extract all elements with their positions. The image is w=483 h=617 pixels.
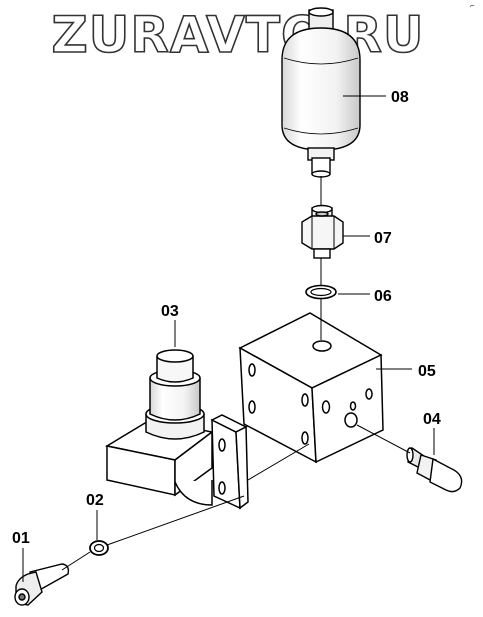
part-07-adapter-nut bbox=[301, 204, 344, 259]
corner-mark: ⌐ bbox=[470, 3, 475, 10]
part-03-relief-valve-bracket bbox=[104, 349, 249, 510]
label-03: 03 bbox=[161, 303, 179, 320]
leader-lines bbox=[22, 95, 435, 582]
label-02: 02 bbox=[86, 492, 104, 509]
part-04-plug-fitting bbox=[406, 446, 463, 493]
label-04: 04 bbox=[423, 411, 441, 428]
part-08-accumulator bbox=[281, 7, 361, 178]
label-05: 05 bbox=[418, 363, 436, 380]
watermark-text: ZURAVTO.RU bbox=[52, 6, 425, 64]
part-02-washer bbox=[89, 540, 109, 556]
part-labels: 08 07 06 05 03 04 02 01 bbox=[12, 89, 441, 547]
label-07: 07 bbox=[374, 230, 392, 247]
label-08: 08 bbox=[391, 89, 409, 106]
label-01: 01 bbox=[12, 530, 30, 547]
label-06: 06 bbox=[374, 288, 392, 305]
part-06-o-ring bbox=[305, 284, 337, 300]
part-05-valve-block bbox=[238, 312, 384, 464]
assembly-center-lines bbox=[61, 176, 411, 571]
